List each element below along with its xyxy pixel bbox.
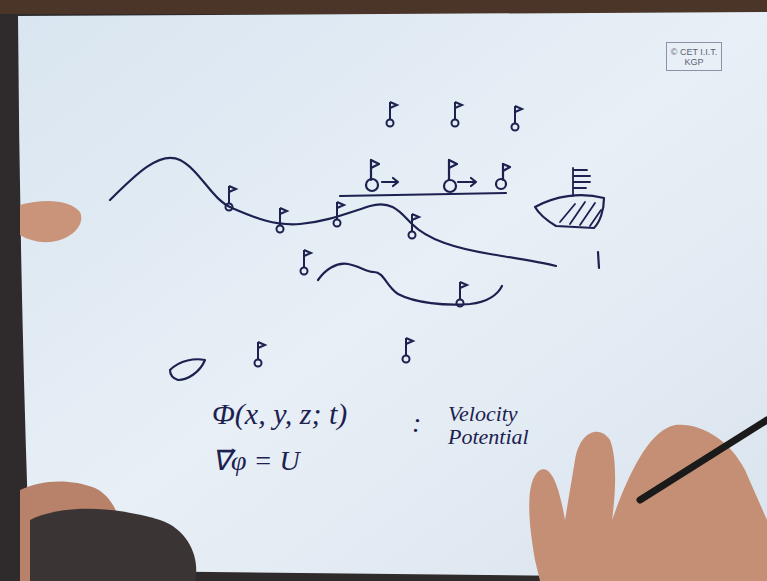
reference-line <box>340 193 506 196</box>
glasses <box>30 509 196 581</box>
float-symbol <box>449 160 457 168</box>
equation-text: Φ(x, y, z; t) <box>212 398 402 430</box>
boat-hull <box>535 195 604 228</box>
buoy-group <box>226 102 523 367</box>
float-symbol <box>448 160 450 180</box>
equation-text: ∇⃗φ = U⃗ <box>212 446 402 475</box>
float-symbol <box>444 180 456 192</box>
wave-curve <box>110 158 556 266</box>
wave-curve <box>318 264 502 305</box>
finger <box>20 201 81 242</box>
paper-sheet <box>18 12 767 578</box>
float-symbol <box>366 179 378 191</box>
pen <box>640 420 767 500</box>
float-symbol <box>496 179 506 189</box>
float-symbol <box>503 164 510 171</box>
leaf-shape <box>170 359 205 380</box>
float-symbol <box>370 160 372 180</box>
note-text: Velocity Potential <box>448 402 548 448</box>
hand <box>529 425 767 581</box>
boat-mast <box>573 168 590 196</box>
float-symbol <box>371 160 379 168</box>
wall-strip <box>0 0 767 14</box>
equation-text: : <box>412 408 432 437</box>
watermark-box: © CET I.I.T. KGP <box>666 42 722 71</box>
mark-stroke <box>598 252 599 268</box>
velocity-arrow <box>382 178 398 186</box>
boat-hatching <box>560 202 601 226</box>
watermark-text: © CET I.I.T. KGP <box>667 47 721 68</box>
velocity-arrow <box>458 178 476 186</box>
